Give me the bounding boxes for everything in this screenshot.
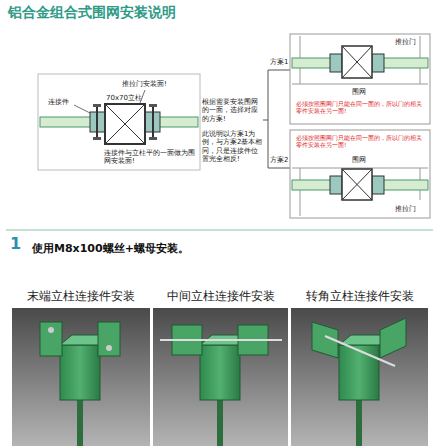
drawing-part	[342, 169, 372, 200]
drawing-part	[12, 308, 150, 446]
step-number: 1	[10, 234, 21, 253]
door-label: 推拉门	[395, 205, 416, 213]
drawing-part	[342, 169, 372, 200]
drawing-part	[268, 70, 269, 168]
callout-label: 连接件	[48, 98, 69, 106]
photo-corner-post	[291, 308, 428, 446]
drawing-part	[98, 322, 120, 356]
drawing-part	[48, 327, 54, 333]
scheme-label: 方案1	[270, 58, 288, 66]
drawing-part	[74, 105, 90, 113]
drawing-part	[372, 54, 384, 72]
warning-note: 必须按照围网门只能在同一面的，所以门的相关零件安装在另一面!	[296, 134, 424, 148]
dimension-label: 70x70立柱	[106, 94, 142, 102]
drawing-part	[342, 46, 372, 78]
drawing-part	[105, 104, 145, 144]
drawing-part	[325, 336, 395, 366]
panel-heading: 中间立柱连接件安装	[153, 288, 288, 304]
drawing-part	[93, 104, 101, 107]
drawing-part	[342, 169, 372, 200]
door-label: 推拉门	[395, 38, 416, 46]
drawing-part	[153, 308, 288, 446]
panel-heading: 末端立柱连接件安装	[12, 288, 150, 304]
drawing-part	[356, 395, 362, 446]
note-text: 根据需要安装围网的一面，选择对应的方案!	[202, 98, 263, 123]
photo-end-post	[12, 308, 150, 446]
photo-panel: 末端立柱连接件安装	[12, 288, 150, 446]
drawing-part	[290, 130, 430, 218]
drawing-part	[342, 46, 372, 78]
drawing-part	[60, 345, 100, 400]
scheme-2-plan	[290, 130, 430, 218]
fence-label: 围网	[352, 88, 366, 96]
drawing-part	[330, 54, 342, 72]
note-text: 连接件与立柱平的一面做为围网安装面!	[104, 149, 198, 166]
scheme-1-plan	[290, 34, 430, 124]
drawing-part	[152, 106, 154, 139]
drawing-part	[300, 168, 301, 216]
drawing-part	[291, 308, 428, 446]
drawing-part	[342, 46, 372, 78]
drawing-part	[292, 84, 428, 85]
drawing-part	[339, 345, 379, 400]
drawing-part	[149, 137, 157, 140]
photo-panel: 中间立柱连接件安装	[153, 288, 288, 446]
drawing-part	[217, 395, 223, 446]
drawing-part	[160, 339, 282, 341]
drawing-part	[105, 104, 145, 144]
drawing-part	[93, 137, 101, 140]
drawing-part	[149, 104, 157, 107]
photo-middle-post	[153, 308, 288, 446]
drawing-part	[330, 176, 342, 194]
drawing-part	[290, 34, 430, 124]
drawing-part	[40, 322, 62, 356]
panel-heading: 转角立柱连接件安装	[291, 288, 428, 304]
drawing-part	[106, 345, 112, 351]
callout-label: 推拉门安装面!	[122, 80, 167, 88]
drawing-part	[372, 176, 384, 194]
drawing-part	[77, 395, 83, 446]
note-text: 此说明以方案1为例，与方案2基本相同，只是连接件位置完全相反!	[202, 130, 263, 164]
scheme-bracket	[263, 70, 290, 168]
warning-note: 必须按照围网门只能在同一面的，所以门的相关零件安装在另一面!	[296, 100, 424, 114]
scheme-label: 方案2	[270, 156, 288, 164]
drawing-part	[380, 318, 406, 358]
page-title: 铝合金组合式围网安装说明	[8, 4, 176, 21]
drawing-part	[38, 74, 200, 170]
drawing-part	[96, 106, 98, 139]
instruction-text: 使用M8x100螺丝+螺母安装。	[32, 242, 189, 255]
drawing-part	[200, 345, 240, 400]
drawing-part	[263, 120, 268, 121]
photo-panel: 转角立柱连接件安装	[291, 288, 428, 446]
drawing-part	[268, 168, 290, 169]
drawing-part	[268, 70, 290, 71]
fence-label: 围网	[352, 156, 366, 164]
section-rule	[6, 230, 433, 231]
post-section-diagram	[38, 74, 200, 170]
drawing-part	[105, 104, 145, 144]
